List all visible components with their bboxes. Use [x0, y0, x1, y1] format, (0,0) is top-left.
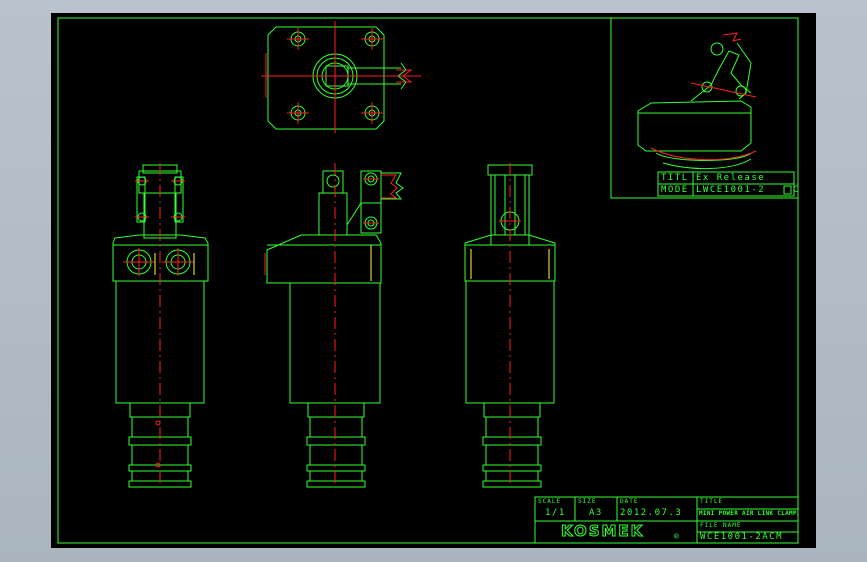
inset-model-suffix: C — [793, 185, 800, 195]
inset-title-value: Ex Release — [696, 173, 766, 183]
title-value: MINI POWER AIR LINK CLAMP — [699, 510, 797, 517]
iso-centerlines — [650, 32, 757, 161]
inset-frame — [610, 17, 799, 199]
scale-label: SCALE — [538, 498, 562, 505]
title-block-grid — [534, 496, 799, 544]
inset-model-label: MODE — [661, 185, 689, 195]
cad-drawing — [57, 17, 799, 544]
drawing-border — [57, 17, 799, 544]
title-label: TITLE — [700, 498, 724, 505]
scale-value: 1/1 — [545, 508, 566, 518]
inset-title-grid — [657, 171, 795, 197]
date-value: 2012.07.3 — [620, 508, 683, 518]
size-label: SIZE — [578, 498, 597, 505]
front-view — [112, 163, 209, 488]
logo-registered-mark: ® — [674, 532, 680, 541]
filename-value: WCE1001-2ACM — [700, 532, 784, 542]
kosmek-logo: KOSMEK — [560, 522, 645, 540]
inset-title-label: TITL — [661, 173, 689, 183]
size-value: A3 — [589, 508, 603, 518]
drawing-sheet: TITL Ex Release MODE LWCE1001-2 C SCALE … — [51, 13, 816, 548]
filename-label: FILE NAME — [700, 522, 742, 529]
inset-model-value: LWCE1001-2 — [696, 185, 766, 195]
date-label: DATE — [620, 498, 639, 505]
iso-view — [637, 42, 752, 170]
top-view — [261, 21, 421, 133]
rear-view — [464, 163, 556, 488]
side-view — [264, 163, 404, 488]
